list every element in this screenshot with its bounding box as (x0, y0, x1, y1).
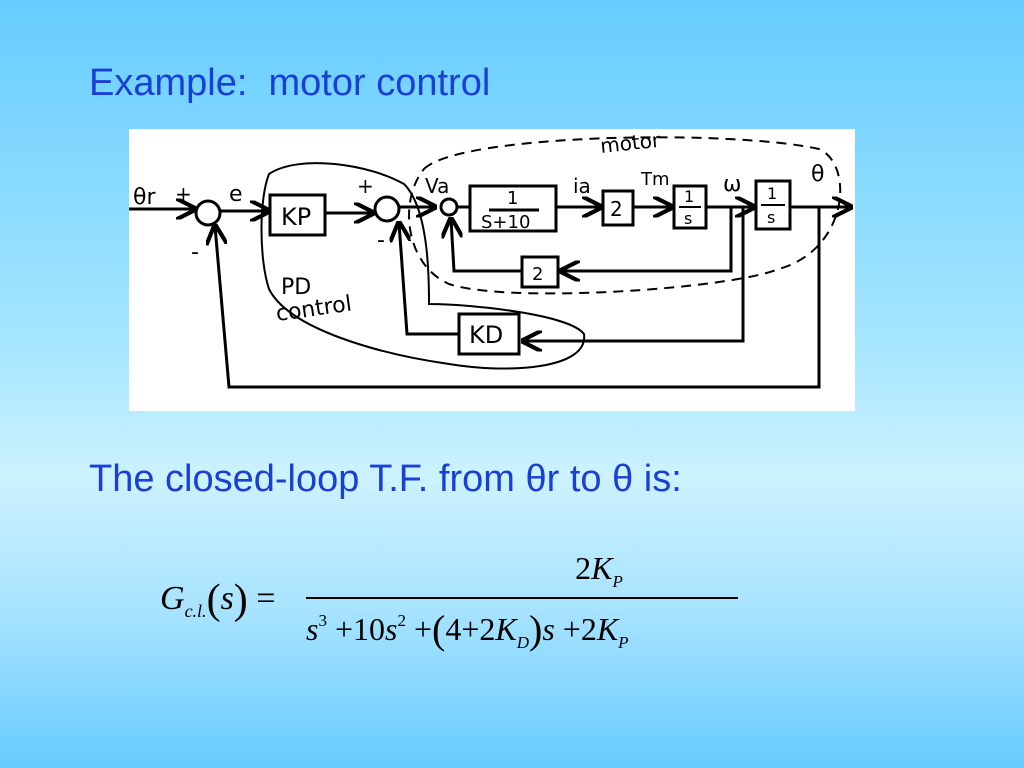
integrator2-block (754, 179, 792, 231)
int2-denominator: s (767, 208, 775, 227)
back-emf-arrow (451, 219, 524, 273)
int2-numerator: 1 (767, 184, 777, 203)
label-input: θr (133, 185, 156, 210)
den-K1: K (495, 611, 517, 647)
eq-G: G (160, 580, 185, 617)
eq-s: s (220, 580, 234, 617)
torque-gain-value: 2 (610, 197, 623, 221)
num-sub: P (612, 572, 623, 591)
label-plus-inner: + (357, 174, 374, 198)
label-motor-region: motor (599, 129, 662, 158)
den-paren-open: ( (432, 607, 446, 652)
eq-equals: = (256, 580, 276, 617)
motor-tf-denominator: S+10 (481, 212, 530, 233)
block-diagram-drawing: θr + - e KP + - Va 1 S+10 ia 2 Tm 1 s ω … (129, 129, 855, 389)
back-emf-value: 2 (532, 264, 543, 285)
label-minus-input: - (191, 240, 199, 265)
den-exp1: 3 (318, 611, 327, 630)
label-minus-inner: - (377, 228, 385, 253)
label-tm: Tm (640, 169, 670, 190)
label-kd: KD (469, 321, 503, 349)
den-paren-close: ) (529, 607, 543, 652)
summing-junction-inner (373, 195, 401, 223)
kd-out-arrow (399, 223, 461, 336)
motor-tf-numerator: 1 (507, 188, 518, 209)
den-sub2: P (618, 633, 629, 652)
summing-junction-motor (439, 197, 459, 217)
den-s2: s (385, 611, 398, 647)
label-error: e (229, 182, 243, 207)
den-exp2: 2 (397, 611, 406, 630)
theta-feedback-arrow (215, 205, 821, 389)
num-coeff: 2 (575, 550, 592, 586)
int1-denominator: s (684, 209, 692, 228)
label-theta: θ (811, 162, 824, 187)
label-pd-line1: PD (281, 275, 311, 300)
den-t5: +2 (562, 611, 597, 647)
omega-feedback-line (561, 205, 733, 271)
block-diagram: θr + - e KP + - Va 1 S+10 ia 2 Tm 1 s ω … (129, 129, 855, 411)
den-t4: 4+2 (445, 611, 496, 647)
equation-numerator: 2KP (460, 550, 738, 592)
den-t3: + (413, 611, 432, 647)
label-va: Va (425, 174, 449, 198)
body-text: The closed-loop T.F. from θr to θ is: (89, 458, 682, 500)
label-kp: KP (281, 203, 311, 231)
eq-G-sub: c.l. (184, 601, 207, 621)
summing-junction-outer (194, 199, 222, 227)
slide-title: Example: motor control (89, 62, 491, 104)
den-t2: +10 (334, 611, 385, 647)
num-K: K (591, 550, 613, 586)
transfer-function-equation: Gc.l.(s) = 2KP s3 +10s2 +(4+2KD)s +2KP (160, 550, 760, 660)
equation-denominator: s3 +10s2 +(4+2KD)s +2KP (306, 606, 629, 653)
motor-region-outline (408, 136, 842, 295)
fraction-bar (306, 597, 738, 599)
den-s3: s (542, 611, 555, 647)
pd-region-outline (260, 162, 586, 370)
int1-numerator: 1 (684, 187, 694, 206)
label-ia: ia (573, 174, 591, 198)
label-plus-input: + (175, 182, 192, 206)
den-sub1: D (516, 633, 529, 652)
den-s1: s (306, 611, 319, 647)
label-omega: ω (723, 172, 741, 197)
kp-block (268, 193, 327, 237)
equation-lhs: Gc.l.(s) = (160, 577, 276, 623)
kd-feedback-line (523, 205, 745, 341)
den-K2: K (596, 611, 619, 647)
